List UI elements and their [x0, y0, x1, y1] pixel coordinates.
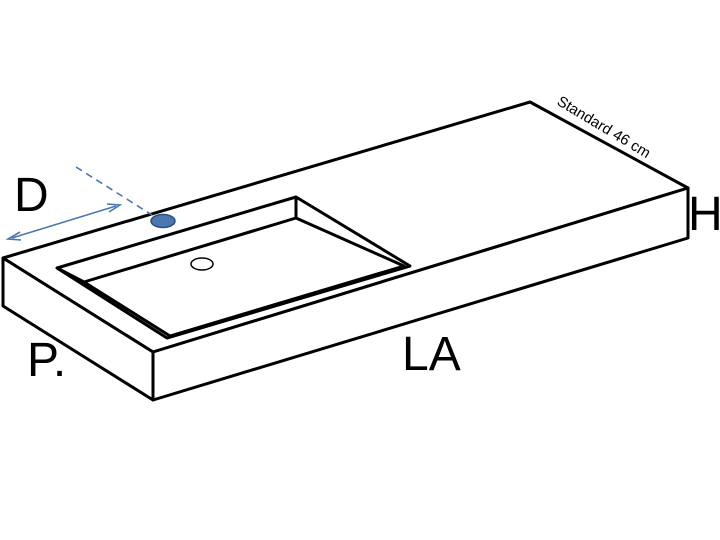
- label-depth-p: P.: [27, 334, 66, 387]
- slab-left-face: [1, 256, 155, 402]
- basin-floor: [82, 216, 406, 338]
- basin: [55, 195, 412, 340]
- label-height: H: [688, 188, 720, 241]
- tap-hole-dimension: [5, 166, 176, 241]
- tap-dashed-guide: [75, 166, 153, 216]
- label-depth-d: D: [14, 169, 49, 222]
- drain-icon: [190, 257, 214, 271]
- tap-hole-icon: [150, 213, 176, 229]
- basin-left-edge: [56, 266, 85, 284]
- label-length: LA: [402, 328, 461, 381]
- basin-slope-edge: [295, 196, 411, 267]
- double-arrow-icon: [5, 203, 123, 241]
